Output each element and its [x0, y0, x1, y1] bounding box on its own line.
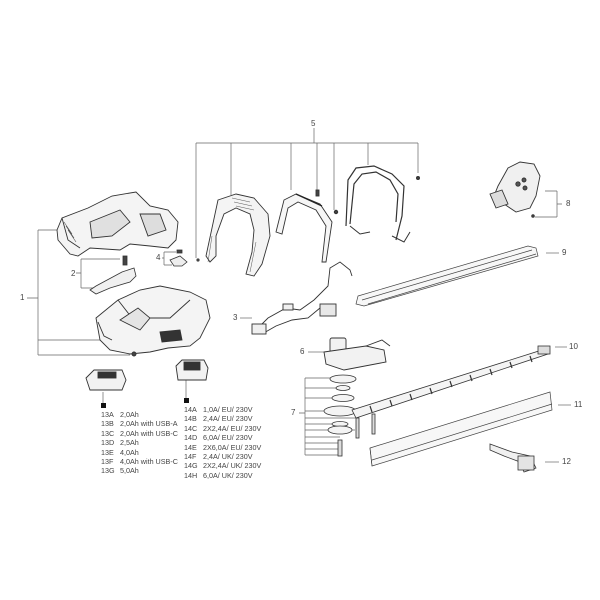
battery-charger — [175, 359, 209, 381]
lock-lever — [169, 249, 188, 267]
battery-pack — [85, 369, 127, 391]
screw — [196, 258, 200, 262]
part-label-11: 11 — [574, 400, 583, 409]
guard-rail — [355, 245, 539, 307]
part-label-3: 3 — [233, 313, 238, 322]
part-label-7: 7 — [291, 408, 296, 417]
part-label-5: 5 — [311, 119, 316, 128]
charger-marker-icon — [184, 398, 189, 403]
part-label-4: 4 — [156, 253, 161, 262]
gear-components — [323, 374, 376, 457]
part-label-6: 6 — [300, 347, 305, 356]
battery-marker-icon — [101, 403, 106, 408]
motor-gearbox — [323, 337, 391, 371]
cutting-blade — [351, 345, 551, 419]
housing-lower-shell — [95, 285, 211, 357]
front-handle-grip — [205, 193, 271, 277]
hand-guard — [489, 161, 541, 218]
trigger-switch — [89, 255, 137, 295]
sheath-clip — [489, 443, 537, 473]
leader-lines — [27, 128, 571, 463]
front-handle-bar — [275, 189, 333, 263]
part-label-12: 12 — [562, 457, 571, 466]
part-label-10: 10 — [569, 342, 578, 351]
wiring-harness — [251, 261, 353, 335]
part-label-2: 2 — [71, 269, 76, 278]
part-label-9: 9 — [562, 248, 567, 257]
part-label-8: 8 — [566, 199, 571, 208]
blade-cover — [369, 391, 553, 467]
front-handle-frame — [333, 165, 421, 243]
housing-upper-shell — [56, 191, 179, 257]
part-label-1: 1 — [20, 293, 25, 302]
